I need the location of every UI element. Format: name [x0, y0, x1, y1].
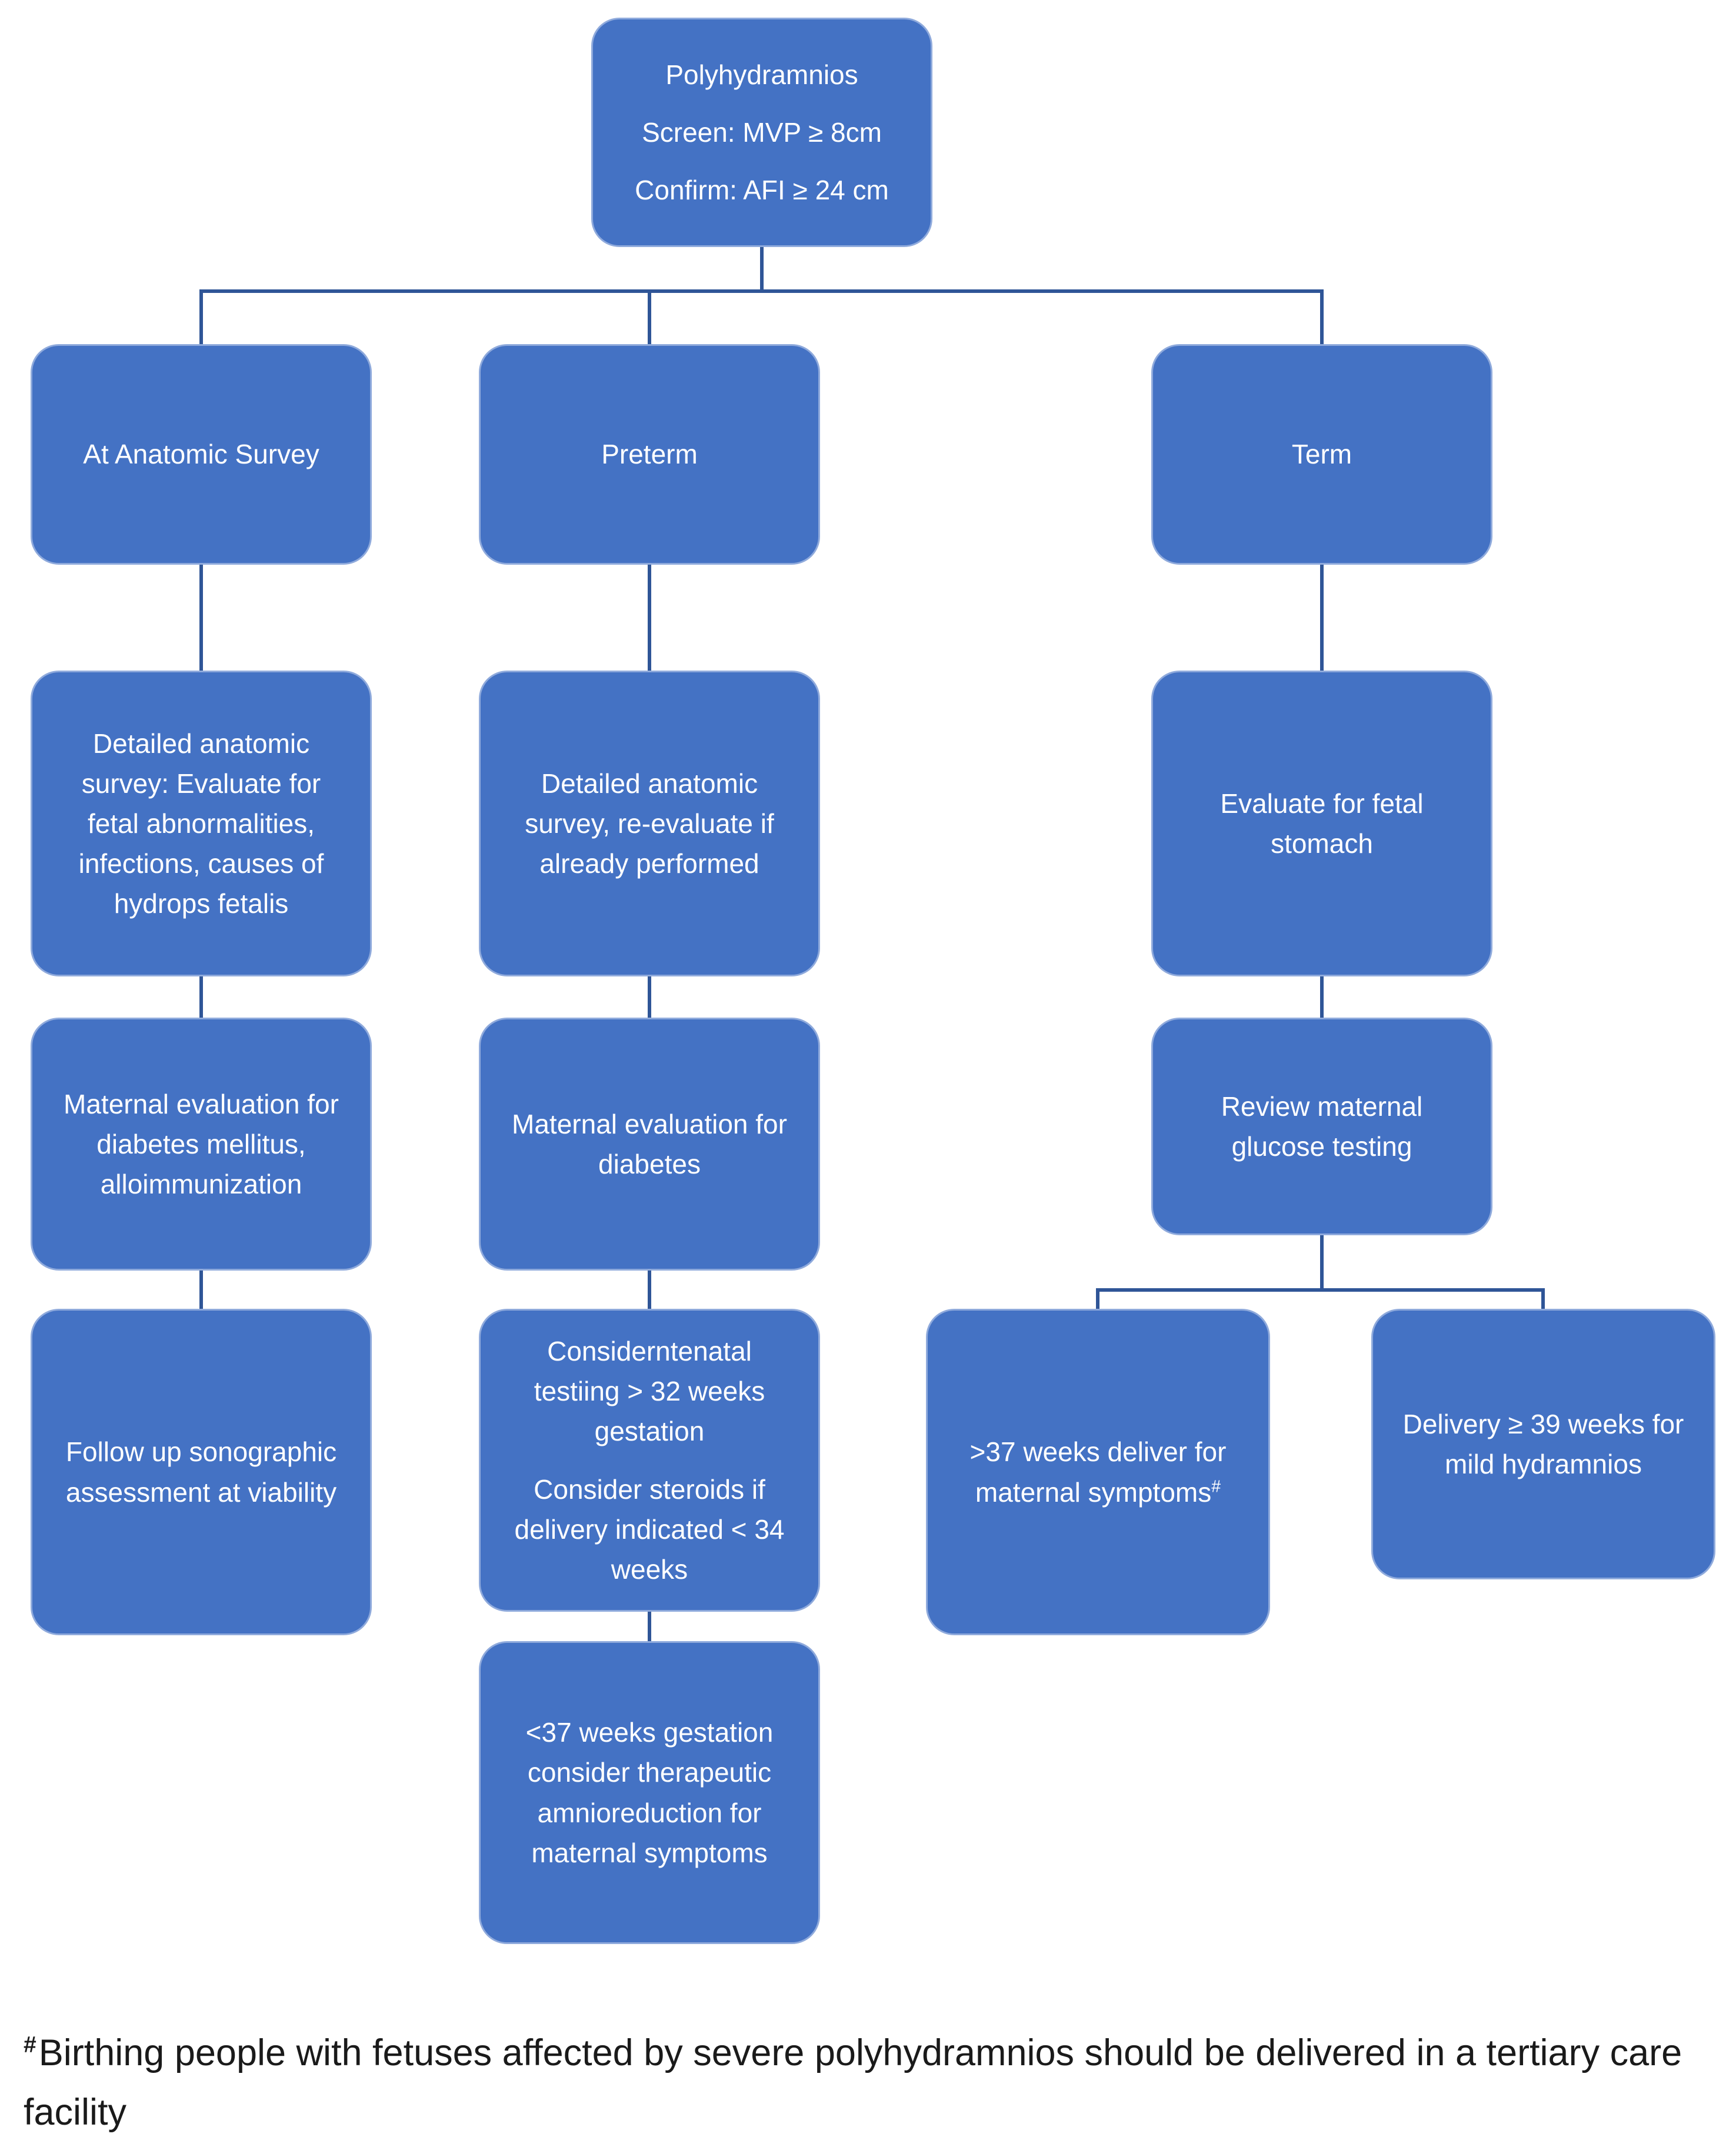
connector-line — [1320, 976, 1324, 1018]
connector-line — [648, 1271, 651, 1309]
node-label: Detailed anatomic survey, re-evaluate if… — [525, 768, 774, 879]
connector-line — [199, 565, 203, 671]
connector-line — [648, 565, 651, 671]
connector-line — [199, 289, 203, 344]
node-deliver-37-weeks-maternal-symptoms: >37 weeks deliver for maternal symptoms# — [926, 1309, 1270, 1635]
connector-line — [1320, 565, 1324, 671]
node-label: Preterm — [601, 439, 698, 470]
node-label: At Anatomic Survey — [83, 439, 319, 470]
connector-line — [648, 289, 651, 344]
connector-line — [648, 976, 651, 1018]
node-label: Maternal evaluation for diabetes mellitu… — [64, 1088, 339, 1200]
node-therapeutic-amnioreduction: <37 weeks gestation consider therapeutic… — [479, 1641, 820, 1944]
node-at-anatomic-survey: At Anatomic Survey — [31, 344, 372, 565]
node-maternal-evaluation-diabetes-alloimmunization: Maternal evaluation for diabetes mellitu… — [31, 1018, 372, 1271]
node-detailed-survey-reevaluate: Detailed anatomic survey, re-evaluate if… — [479, 671, 820, 976]
node-label: Review maternal glucose testing — [1221, 1091, 1423, 1162]
node-evaluate-fetal-stomach: Evaluate for fetal stomach — [1151, 671, 1492, 976]
connector-line — [760, 247, 764, 292]
node-label: Maternal evaluation for diabetes — [512, 1108, 787, 1179]
connector-line — [199, 1271, 203, 1309]
node-polyhydramnios-root: Polyhydramnios Screen: MVP ≥ 8cm Confirm… — [591, 18, 932, 247]
connector-line — [199, 289, 1324, 293]
root-confirm-criterion: Confirm: AFI ≥ 24 cm — [635, 175, 889, 206]
node-review-maternal-glucose-testing: Review maternal glucose testing — [1151, 1018, 1492, 1235]
connector-line — [1320, 1235, 1324, 1292]
connector-line — [648, 1612, 651, 1641]
root-screen-criterion: Screen: MVP ≥ 8cm — [642, 116, 882, 148]
node-followup-sonographic-assessment: Follow up sonographic assessment at viab… — [31, 1309, 372, 1635]
steroids-line: Consider steroids if delivery indicated … — [514, 1473, 785, 1585]
footnote-text: Birthing people with fetuses affected by… — [24, 2032, 1682, 2133]
node-term: Term — [1151, 344, 1492, 565]
node-label: <37 weeks gestation consider therapeutic… — [525, 1717, 774, 1868]
root-title: Polyhydramnios — [665, 59, 858, 90]
footnote-marker: # — [24, 2032, 36, 2058]
node-maternal-evaluation-diabetes: Maternal evaluation for diabetes — [479, 1018, 820, 1271]
connector-line — [199, 976, 203, 1018]
node-detailed-anatomic-survey: Detailed anatomic survey: Evaluate for f… — [31, 671, 372, 976]
node-label: Follow up sonographic assessment at viab… — [65, 1436, 337, 1508]
node-label: Evaluate for fetal stomach — [1220, 788, 1424, 859]
node-delivery-39-weeks-mild-hydramnios: Delivery ≥ 39 weeks for mild hydramnios — [1371, 1309, 1715, 1579]
connector-line — [1320, 289, 1324, 344]
connector-line — [1096, 1288, 1545, 1292]
node-antenatal-testing-steroids: Considerntenatal testiing > 32 weeks ges… — [479, 1309, 820, 1612]
connector-line — [1541, 1288, 1545, 1309]
node-label: Term — [1291, 439, 1352, 470]
footnote-marker: # — [1211, 1477, 1221, 1496]
node-label: >37 weeks deliver for maternal symptoms# — [969, 1436, 1227, 1508]
node-label: Detailed anatomic survey: Evaluate for f… — [78, 728, 324, 919]
connector-line — [1096, 1288, 1099, 1309]
node-label: Delivery ≥ 39 weeks for mild hydramnios — [1402, 1408, 1684, 1479]
antenatal-testing-line: Considerntenatal testiing > 32 weeks ges… — [534, 1336, 765, 1447]
footnote: #Birthing people with fetuses affected b… — [24, 2023, 1715, 2137]
node-preterm: Preterm — [479, 344, 820, 565]
